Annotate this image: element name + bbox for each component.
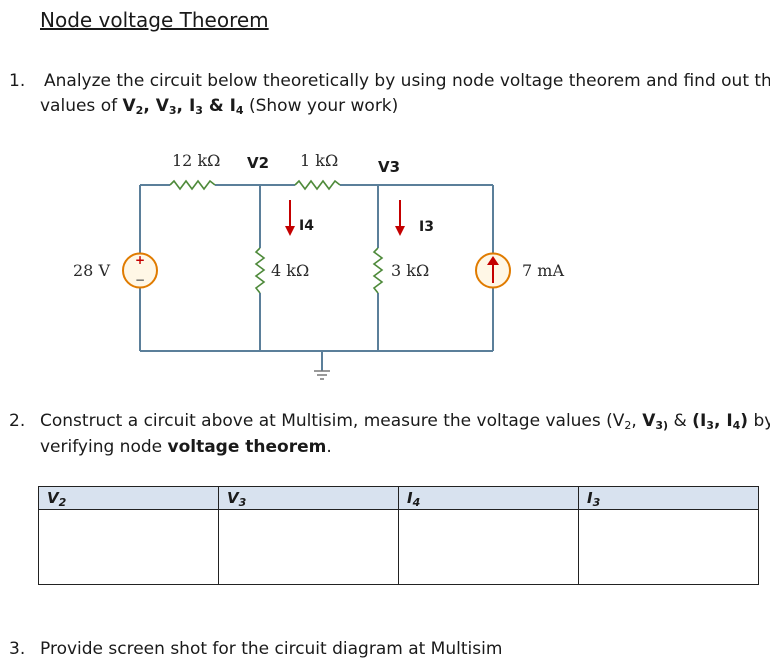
- table-cell-v2[interactable]: [38, 509, 219, 585]
- question-1-number: 1.: [9, 71, 26, 91]
- voltage-source-minus: −: [135, 273, 145, 287]
- question-2-line-1: Construct a circuit above at Multisim, m…: [40, 411, 770, 432]
- label-28v: 28 V: [73, 261, 110, 280]
- label-i4: I4: [299, 218, 314, 234]
- table-header-i3: I3: [578, 486, 759, 510]
- current-arrows: [285, 200, 405, 236]
- voltage-source: + −: [122, 252, 158, 289]
- question-2-number: 2.: [9, 411, 26, 431]
- resistor-1k: [294, 179, 341, 191]
- table-header-i4: I4: [398, 486, 579, 510]
- circuit-diagram: + − 12 kΩ V2 1 kΩ V3 I4 I3 28 V 4 kΩ 3 k…: [73, 151, 564, 380]
- label-node-v3: V3: [378, 158, 400, 176]
- resistor-4k: [254, 247, 266, 294]
- label-12k: 12 kΩ: [172, 151, 220, 170]
- resistors: [169, 179, 384, 294]
- table-header-row: V2 V3 I4 I3: [38, 486, 759, 510]
- resistor-12k: [169, 179, 216, 191]
- label-3k: 3 kΩ: [391, 261, 429, 280]
- circuit-wires: [139, 184, 494, 371]
- current-source: [475, 252, 511, 289]
- question-2-line-2: verifying node voltage theorem.: [40, 437, 332, 457]
- label-i3: I3: [419, 219, 434, 235]
- arrow-i3: [395, 226, 405, 236]
- question-1-line-1: Analyze the circuit below theoretically …: [44, 71, 770, 91]
- resistor-3k: [372, 247, 384, 294]
- table-header-v2: V2: [38, 486, 219, 510]
- label-node-v2: V2: [247, 154, 269, 172]
- label-1k: 1 kΩ: [300, 151, 338, 170]
- table-cell-i3[interactable]: [578, 509, 759, 585]
- arrow-i4: [285, 226, 295, 236]
- measurement-table: V2 V3 I4 I3: [38, 486, 759, 585]
- ground-symbol: [314, 370, 330, 380]
- question-1-line-2: values of V2, V3, I3 & I4 (Show your wor…: [40, 96, 399, 117]
- question-3-number: 3.: [9, 639, 26, 659]
- page-title: Node voltage Theorem: [40, 8, 269, 32]
- table-cell-v3[interactable]: [218, 509, 399, 585]
- voltage-source-plus: +: [135, 253, 145, 267]
- question-3-text: Provide screen shot for the circuit diag…: [40, 639, 503, 659]
- table-header-v3: V3: [218, 486, 399, 510]
- table-cell-i4[interactable]: [398, 509, 579, 585]
- table-row: [38, 509, 759, 585]
- label-4k: 4 kΩ: [271, 261, 309, 280]
- label-7ma: 7 mA: [522, 261, 564, 280]
